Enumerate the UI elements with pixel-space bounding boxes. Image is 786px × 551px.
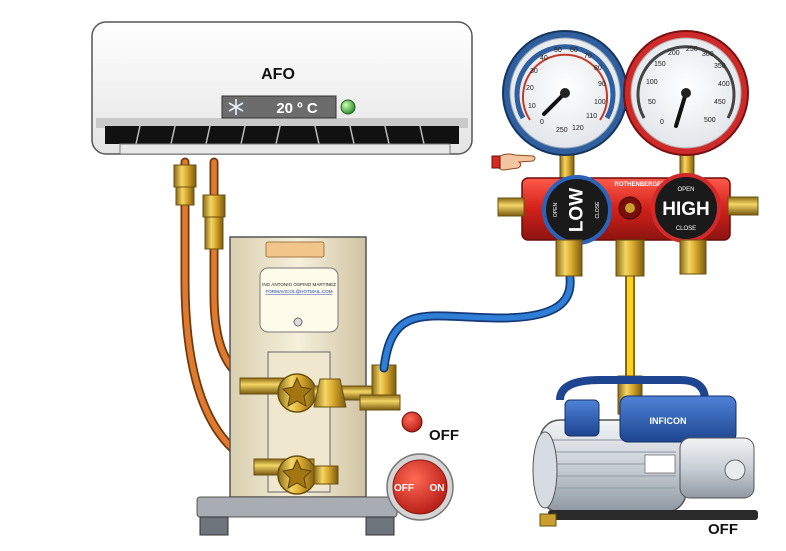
high-gauge-tick: 350: [714, 63, 726, 70]
vacuum-pump: INFICON: [532, 375, 758, 527]
low-gauge-tick: 10: [528, 103, 536, 110]
power-switch[interactable]: OFF ON: [386, 453, 454, 521]
high-gauge-needle: [674, 91, 688, 128]
lower-service-valve[interactable]: [253, 455, 339, 495]
temperature-readout: 20 º C: [276, 100, 317, 117]
low-gauge-tick: 50: [554, 47, 562, 54]
low-gauge-tick: 40: [540, 55, 548, 62]
high-gauge-tick: 50: [648, 99, 656, 106]
low-gauge-tick: 90: [598, 81, 606, 88]
low-open-label: OPEN: [553, 203, 559, 218]
flare-fittings: [173, 164, 226, 250]
low-close-label: CLOSE: [595, 201, 601, 219]
blue-hose: [379, 273, 575, 373]
high-close-label: CLOSE: [676, 226, 696, 232]
air-vent-grille: [105, 125, 459, 145]
low-gauge-tick: 70: [584, 53, 592, 60]
low-gauge-tick: 30: [530, 68, 538, 75]
low-gauge-tick: 20: [526, 85, 534, 92]
yellow-hose: [625, 266, 635, 378]
high-gauge-tick: 400: [718, 81, 730, 88]
power-indicator-light: [340, 99, 356, 115]
high-gauge-tick: 100: [646, 79, 658, 86]
info-panel: [259, 267, 339, 333]
panel-screw: [293, 317, 303, 327]
valve-status-label: OFF: [429, 427, 459, 444]
low-knob-label: LOW: [567, 188, 588, 232]
indoor-brand: AFO: [261, 66, 295, 83]
red-valve-knob[interactable]: [401, 411, 423, 433]
pump-brand: INFICON: [650, 416, 687, 426]
manifold-gauge-set: 0 10 20 30 40 50 60 70 80 90 100 110 120…: [497, 30, 759, 277]
low-gauge-tick: 110: [586, 113, 597, 120]
author-credit: ING ANTONIO OSPINO MARTINEZ: [262, 282, 336, 287]
high-pressure-gauge: 0 50 100 150 200 250 300 350 400 450 500: [623, 30, 749, 156]
high-gauge-tick: 450: [714, 99, 726, 106]
low-pressure-gauge: 0 10 20 30 40 50 60 70 80 90 100 110 120…: [502, 30, 628, 156]
high-gauge-tick: 0: [660, 119, 664, 126]
high-gauge-tick: 250: [686, 46, 698, 53]
cabinet-handle: [265, 241, 325, 258]
high-gauge-tick: 300: [702, 51, 714, 58]
low-gauge-tick: 120: [572, 125, 584, 132]
low-gauge-tick: 100: [594, 99, 606, 106]
unit-base: [196, 496, 398, 518]
high-knob-label: HIGH: [662, 199, 710, 220]
low-side-knob[interactable]: LOW OPEN CLOSE: [542, 175, 612, 245]
pointing-hand-icon: [491, 153, 536, 171]
pump-status-label: OFF: [708, 521, 738, 538]
low-gauge-tick: 80: [594, 65, 602, 72]
low-gauge-tick: 250: [556, 127, 568, 134]
low-gauge-tick: 0: [540, 119, 544, 126]
indoor-unit: AFO 20 º C: [91, 21, 473, 155]
manifold-brand: ROTHENBERGER: [614, 182, 666, 188]
switch-on-label[interactable]: ON: [430, 483, 445, 494]
high-gauge-tick: 500: [704, 117, 716, 124]
snowflake-icon: [228, 99, 244, 115]
author-email: FORMAVICOL@HOTMAIL.COM: [265, 289, 332, 294]
high-gauge-tick: 150: [654, 61, 666, 68]
high-open-label: OPEN: [677, 187, 694, 193]
temperature-display: [221, 95, 337, 119]
outdoor-unit: ING ANTONIO OSPINO MARTINEZ FORMAVICOL@H…: [196, 236, 398, 536]
low-gauge-tick: 60: [570, 47, 578, 54]
high-side-knob[interactable]: HIGH OPEN CLOSE: [651, 173, 721, 243]
access-port-valve[interactable]: [359, 364, 423, 433]
switch-off-label[interactable]: OFF: [394, 483, 414, 494]
high-gauge-tick: 200: [668, 50, 680, 57]
